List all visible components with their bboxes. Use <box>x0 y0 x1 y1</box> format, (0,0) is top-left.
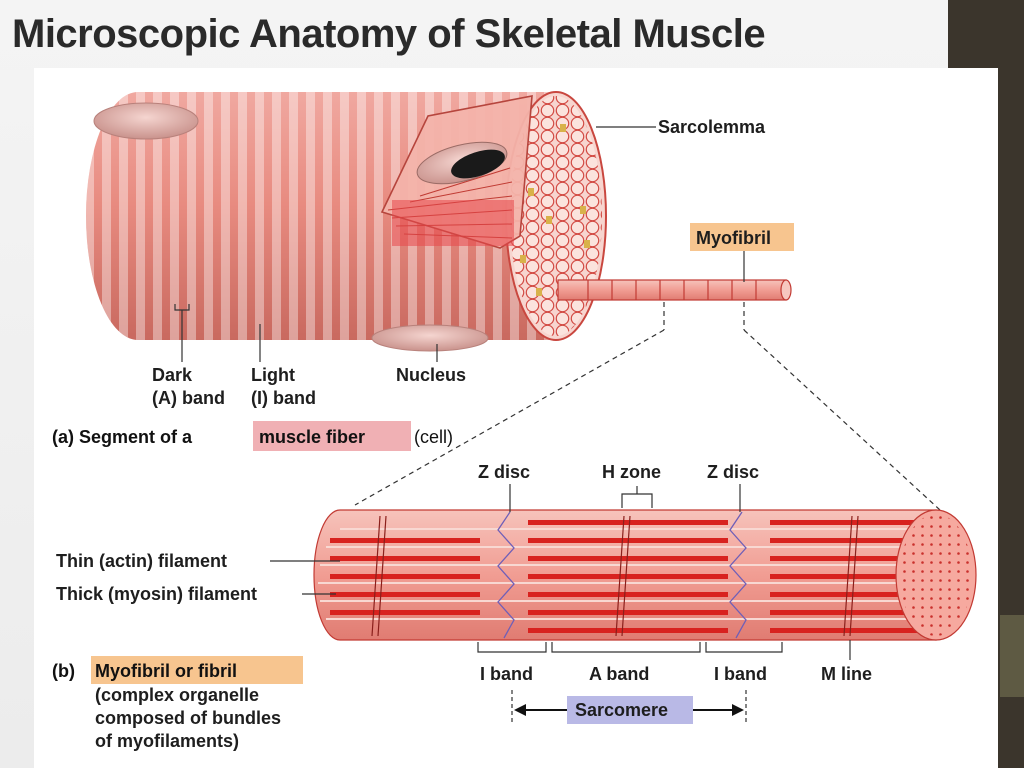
exposed-myofibrils <box>387 167 514 246</box>
label-h-zone: H zone <box>602 462 661 482</box>
caption-a-suffix: (cell) <box>414 427 453 447</box>
label-myofibril: Myofibril <box>696 228 771 248</box>
caption-b-highlight <box>91 656 303 684</box>
muscle-fiber-illustration <box>86 91 792 362</box>
caption-b-prefix: (b) <box>52 661 75 681</box>
label-light-band-2: (I) band <box>251 388 316 408</box>
caption-b-line4: of myofilaments) <box>95 731 239 751</box>
label-thick-filament: Thick (myosin) filament <box>56 584 257 604</box>
caption-a: (a) Segment of a muscle fiber (cell) <box>52 427 453 447</box>
label-dark-band-2: (A) band <box>152 388 225 408</box>
label-nucleus: Nucleus <box>396 365 466 385</box>
label-z-disc-left: Z disc <box>478 462 530 482</box>
label-m-line: M line <box>821 664 872 684</box>
z-discs <box>497 511 747 639</box>
m-lines <box>371 515 859 637</box>
label-i-band-right: I band <box>714 664 767 684</box>
slide-title: Microscopic Anatomy of Skeletal Muscle <box>12 12 766 56</box>
sarcomere-indicator <box>511 690 747 724</box>
dark-band-bracket <box>174 304 190 362</box>
caption-a-prefix: (a) Segment of a <box>52 427 193 447</box>
sarcomere-highlight <box>567 696 693 724</box>
side-accent-block <box>1000 615 1024 697</box>
label-thin-filament: Thin (actin) filament <box>56 551 227 571</box>
band-brackets <box>477 640 851 660</box>
protruding-myofibril <box>557 279 792 301</box>
label-light-band-1: Light <box>251 365 295 385</box>
label-z-disc-right: Z disc <box>707 462 759 482</box>
label-i-band-left: I band <box>480 664 533 684</box>
reticulum-bits <box>520 124 590 296</box>
caption-a-highlight <box>253 421 411 451</box>
label-a-band: A band <box>589 664 649 684</box>
caption-a-highlight-text: muscle fiber <box>259 427 365 447</box>
h-zone-bracket <box>621 486 653 508</box>
zoom-indicator-lines <box>354 302 941 511</box>
label-dark-band-1: Dark <box>152 365 193 385</box>
caption-b-line3: composed of bundles <box>95 708 281 728</box>
label-sarcomere: Sarcomere <box>575 700 668 720</box>
myofibril-label-highlight <box>690 223 794 251</box>
nucleus-bulge-bottom <box>371 324 489 352</box>
nucleus-bulge-top <box>93 102 199 140</box>
myofibril-illustration <box>313 509 977 641</box>
caption-b-line2: (complex organelle <box>95 685 259 705</box>
caption-b-highlight-text: Myofibril or fibril <box>95 661 237 681</box>
label-sarcolemma: Sarcolemma <box>658 117 766 137</box>
